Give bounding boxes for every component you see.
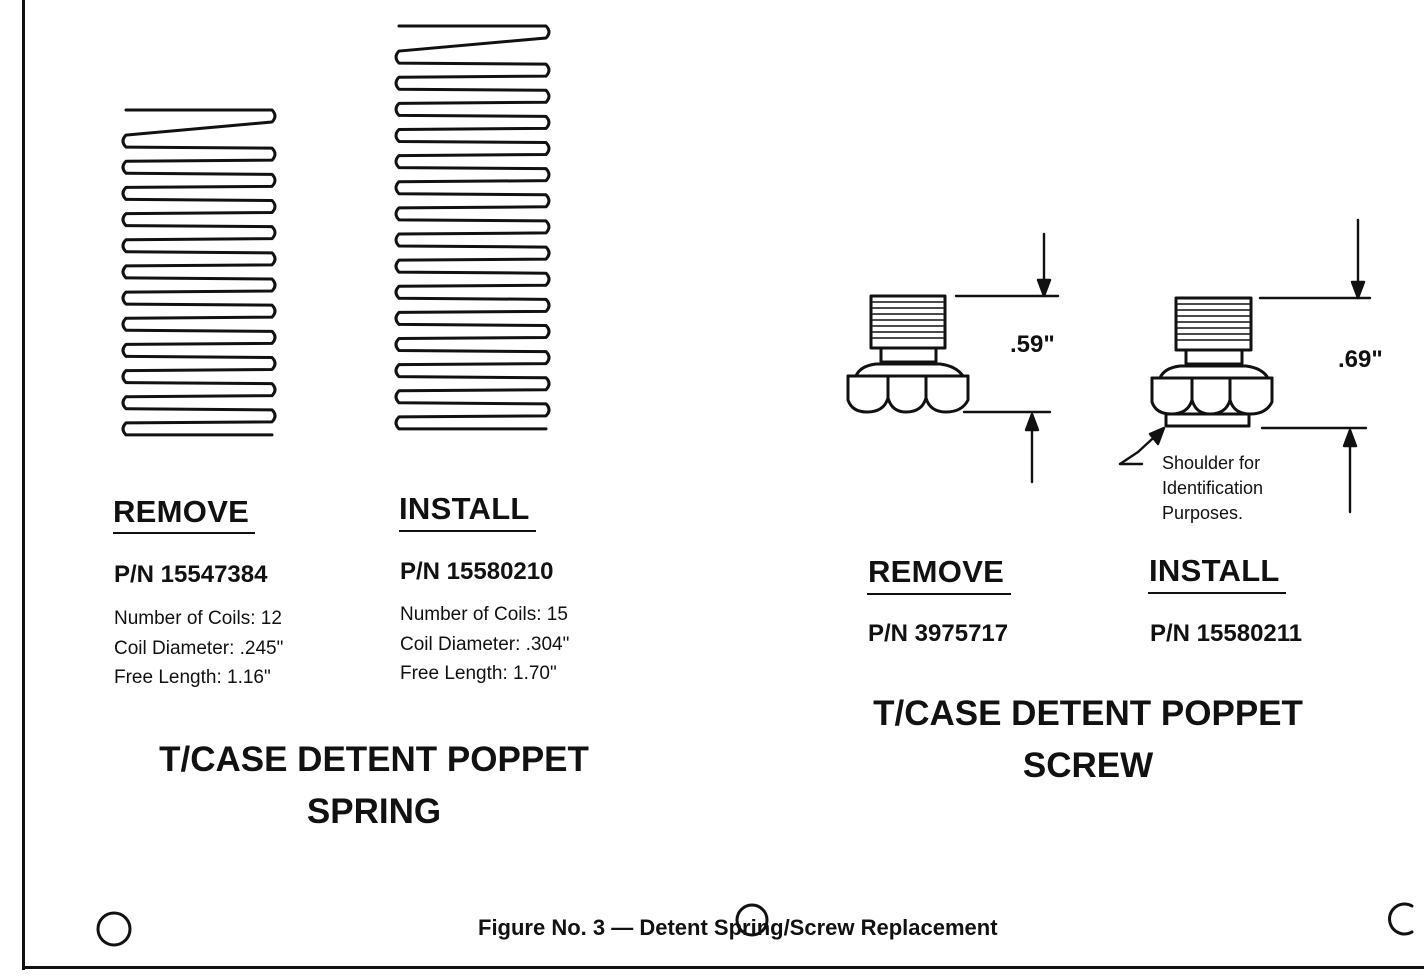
spring-install-specs: Number of Coils: 15 Coil Diameter: .304"…	[400, 600, 569, 689]
shoulder-note-line-1: Shoulder for	[1162, 453, 1261, 473]
screw-title-line-1: T/CASE DETENT POPPET	[873, 694, 1303, 733]
identification-shoulder	[1164, 412, 1251, 428]
remove-spring-icon	[121, 108, 277, 437]
shoulder-note: Shoulder for Identification Purposes.	[1162, 451, 1263, 526]
figure-caption: Figure No. 3 — Detent Spring/Screw Repla…	[478, 915, 998, 940]
spring-section-title: T/CASE DETENT POPPET SPRING	[124, 734, 624, 838]
spring-remove-coil-diameter: Coil Diameter: .245"	[114, 637, 284, 659]
screw-section-title: T/CASE DETENT POPPET SCREW	[838, 688, 1338, 792]
shoulder-leader-arrow-icon	[1118, 426, 1166, 466]
punch-hole-icon	[1388, 902, 1414, 936]
install-dimension-lines	[1258, 218, 1372, 514]
spring-remove-coil-count: Number of Coils: 12	[114, 608, 282, 629]
remove-screw-dimension: .59"	[1010, 331, 1055, 358]
spring-remove-free-length: Free Length: 1.16"	[114, 667, 271, 688]
spring-install-part-number: P/N 15580210	[400, 558, 554, 585]
frame-bottom-border	[22, 966, 1424, 969]
spring-coil	[394, 24, 551, 431]
spring-install-underline	[399, 530, 536, 532]
spring-install-coil-count: Number of Coils: 15	[400, 604, 568, 625]
remove-screw-icon	[846, 294, 970, 414]
install-screw-icon	[1150, 296, 1274, 428]
screw-install-underline	[1148, 592, 1286, 594]
frame-left-border	[22, 0, 25, 970]
install-spring-icon	[394, 24, 551, 431]
spring-install-coil-diameter: Coil Diameter: .304"	[400, 633, 570, 655]
screw-install-label: INSTALL	[1149, 553, 1280, 588]
screw-install-part-number: P/N 15580211	[1150, 620, 1303, 647]
remove-dimension-lines	[954, 232, 1060, 484]
shoulder-note-line-2: Identification	[1162, 478, 1264, 498]
spring-remove-specs: Number of Coils: 12 Coil Diameter: .245"…	[114, 604, 283, 693]
install-screw-dimension: .69"	[1338, 346, 1383, 373]
screw-title-line-2: SCREW	[1022, 746, 1154, 785]
spring-install-label: INSTALL	[399, 491, 530, 526]
spring-title-line-2: SPRING	[306, 792, 442, 831]
spring-title-line-1: T/CASE DETENT POPPET	[159, 740, 589, 779]
screw-remove-part-number: P/N 3975717	[868, 620, 1009, 647]
punch-hole-icon	[735, 903, 769, 937]
shoulder-note-line-3: Purposes.	[1162, 503, 1244, 523]
spring-remove-label: REMOVE	[113, 494, 250, 529]
spring-remove-part-number: P/N 15547384	[114, 561, 268, 588]
spring-remove-underline	[113, 532, 255, 534]
spring-install-free-length: Free Length: 1.70"	[400, 663, 557, 684]
punch-hole-icon	[96, 911, 132, 947]
screw-remove-label: REMOVE	[868, 554, 1005, 589]
screw-remove-underline	[867, 593, 1011, 595]
spring-coil	[121, 108, 277, 437]
